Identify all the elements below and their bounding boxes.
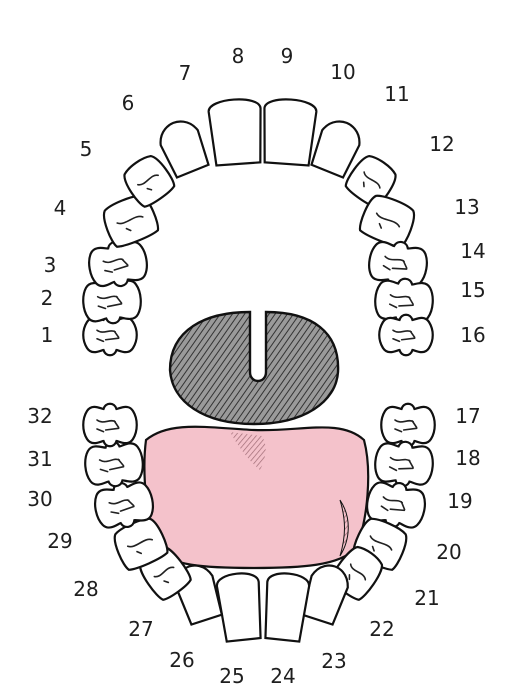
tooth-number-17: 17	[455, 404, 480, 428]
tooth-number-8: 8	[232, 44, 245, 68]
tooth-number-16: 16	[460, 323, 485, 347]
tooth-number-4: 4	[54, 196, 67, 220]
tooth-number-18: 18	[455, 446, 480, 470]
tooth-number-9: 9	[281, 44, 294, 68]
lower-tooth-2-crown	[373, 439, 434, 488]
tooth-number-7: 7	[179, 61, 192, 85]
tooth-number-24: 24	[270, 664, 295, 688]
tooth-number-13: 13	[454, 195, 479, 219]
tooth-number-19: 19	[447, 489, 472, 513]
lower-tooth-1-crown	[381, 404, 435, 447]
lower-tooth-1	[381, 404, 435, 447]
tooth-number-11: 11	[384, 82, 409, 106]
upper-tooth-14-crown	[379, 315, 433, 356]
tooth-number-28: 28	[73, 577, 98, 601]
upper-tooth-7	[208, 98, 264, 166]
upper-tooth-8	[261, 98, 317, 166]
tooth-number-23: 23	[321, 649, 346, 673]
lower-tooth-7	[261, 571, 310, 642]
tooth-number-2: 2	[41, 286, 54, 310]
upper-tooth-8-crown	[261, 98, 317, 166]
lower-tooth-7-crown	[261, 571, 310, 642]
lower-tooth-13-crown	[83, 439, 144, 488]
tooth-number-1: 1	[41, 323, 54, 347]
tooth-number-15: 15	[460, 278, 485, 302]
lower-tooth-8	[216, 571, 265, 642]
lower-tooth-14	[83, 404, 137, 447]
tooth-number-27: 27	[128, 617, 153, 641]
lower-tooth-8-crown	[216, 571, 265, 642]
tooth-number-10: 10	[330, 60, 355, 84]
tooth-number-20: 20	[436, 540, 461, 564]
tooth-number-29: 29	[47, 529, 72, 553]
lower-tooth-13	[83, 439, 144, 488]
tooth-number-5: 5	[80, 137, 93, 161]
tooth-number-32: 32	[27, 404, 52, 428]
lower-tooth-2	[373, 439, 434, 488]
tooth-number-21: 21	[414, 586, 439, 610]
upper-tooth-14	[379, 315, 433, 356]
tooth-number-31: 31	[27, 447, 52, 471]
tooth-number-22: 22	[369, 617, 394, 641]
tooth-number-3: 3	[44, 253, 57, 277]
upper-tooth-7-crown	[208, 98, 264, 166]
tooth-number-14: 14	[460, 239, 485, 263]
tooth-number-26: 26	[169, 648, 194, 672]
palate	[170, 312, 338, 424]
tooth-number-25: 25	[219, 664, 244, 688]
tooth-number-6: 6	[122, 91, 135, 115]
tooth-number-30: 30	[27, 487, 52, 511]
lower-tooth-14-crown	[83, 404, 137, 447]
tooth-number-12: 12	[429, 132, 454, 156]
